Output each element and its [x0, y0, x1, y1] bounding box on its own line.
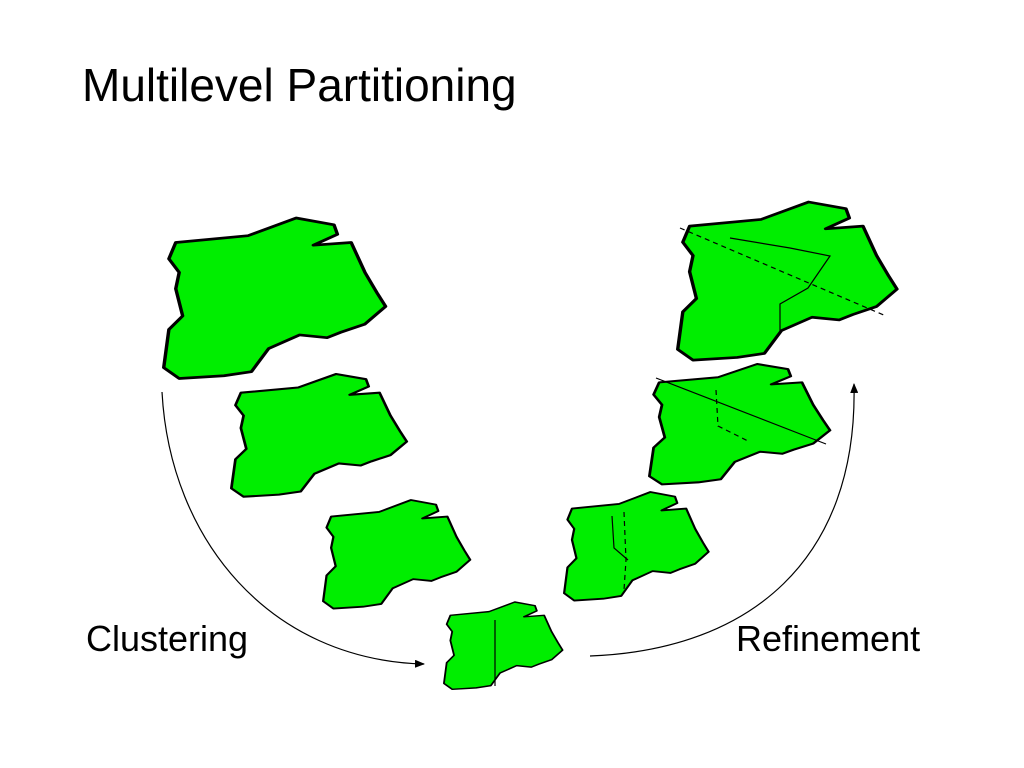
slide-title: Multilevel Partitioning [82, 59, 517, 111]
graph-level-1 [230, 372, 409, 499]
refined-cut-2-solid [611, 515, 629, 561]
refined-cut-0-dashed [679, 227, 887, 317]
graph-refined-1 [648, 362, 832, 486]
arrow-up-icon [589, 383, 859, 657]
graph-refined-2 [562, 490, 710, 602]
arrow-right-icon [161, 391, 425, 668]
refined-cut-1-dashed [715, 389, 751, 443]
graph-level-2 [322, 498, 472, 610]
graph-refined-0 [676, 200, 899, 362]
clustering-label: Clustering [86, 618, 249, 659]
graph-level-0 [162, 216, 388, 381]
refinement-label: Refinement [736, 618, 921, 659]
refined-cut-2-dashed [623, 511, 627, 591]
refined-cut-1-solid [655, 377, 827, 445]
refined-cut-0-solid [729, 237, 832, 332]
graph-coarsest [443, 601, 564, 691]
